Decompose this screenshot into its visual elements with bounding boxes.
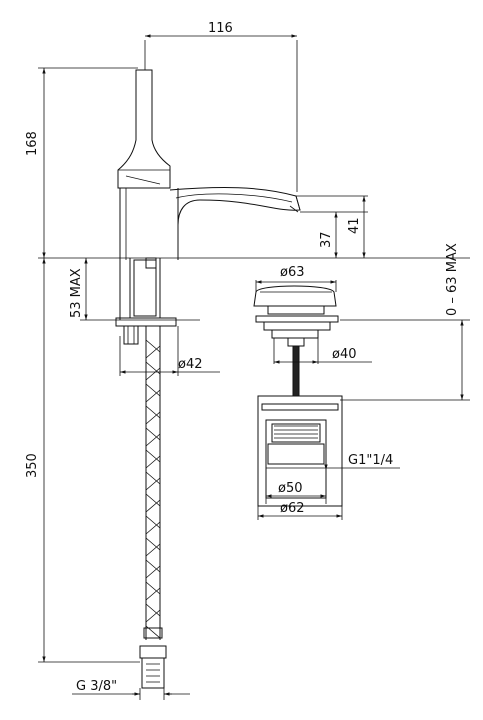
drain-assembly [253,285,343,507]
label-dia-40: ø40 [332,347,357,362]
label-dia-50: ø50 [278,481,303,496]
label-41: 41 [347,217,362,234]
flex-hose [139,326,167,689]
label-dia-62: ø62 [280,501,305,516]
label-116: 116 [208,21,233,36]
label-0-63-max: 0 – 63 MAX [445,243,460,316]
dimension-labels: 116 168 350 53 MAX 37 41 0 – 63 MAX ø63 … [25,21,460,694]
label-dia-42: ø42 [178,357,203,372]
label-g-3-8: G 3/8" [76,679,117,694]
label-37: 37 [319,231,334,248]
label-168: 168 [25,131,40,156]
label-dia-63: ø63 [280,265,305,280]
label-53-max: 53 MAX [69,268,84,318]
label-g1-1-4: G1"1/4 [348,453,393,468]
dimension-lines [38,34,470,700]
faucet-body [115,69,301,345]
label-350: 350 [25,453,40,478]
